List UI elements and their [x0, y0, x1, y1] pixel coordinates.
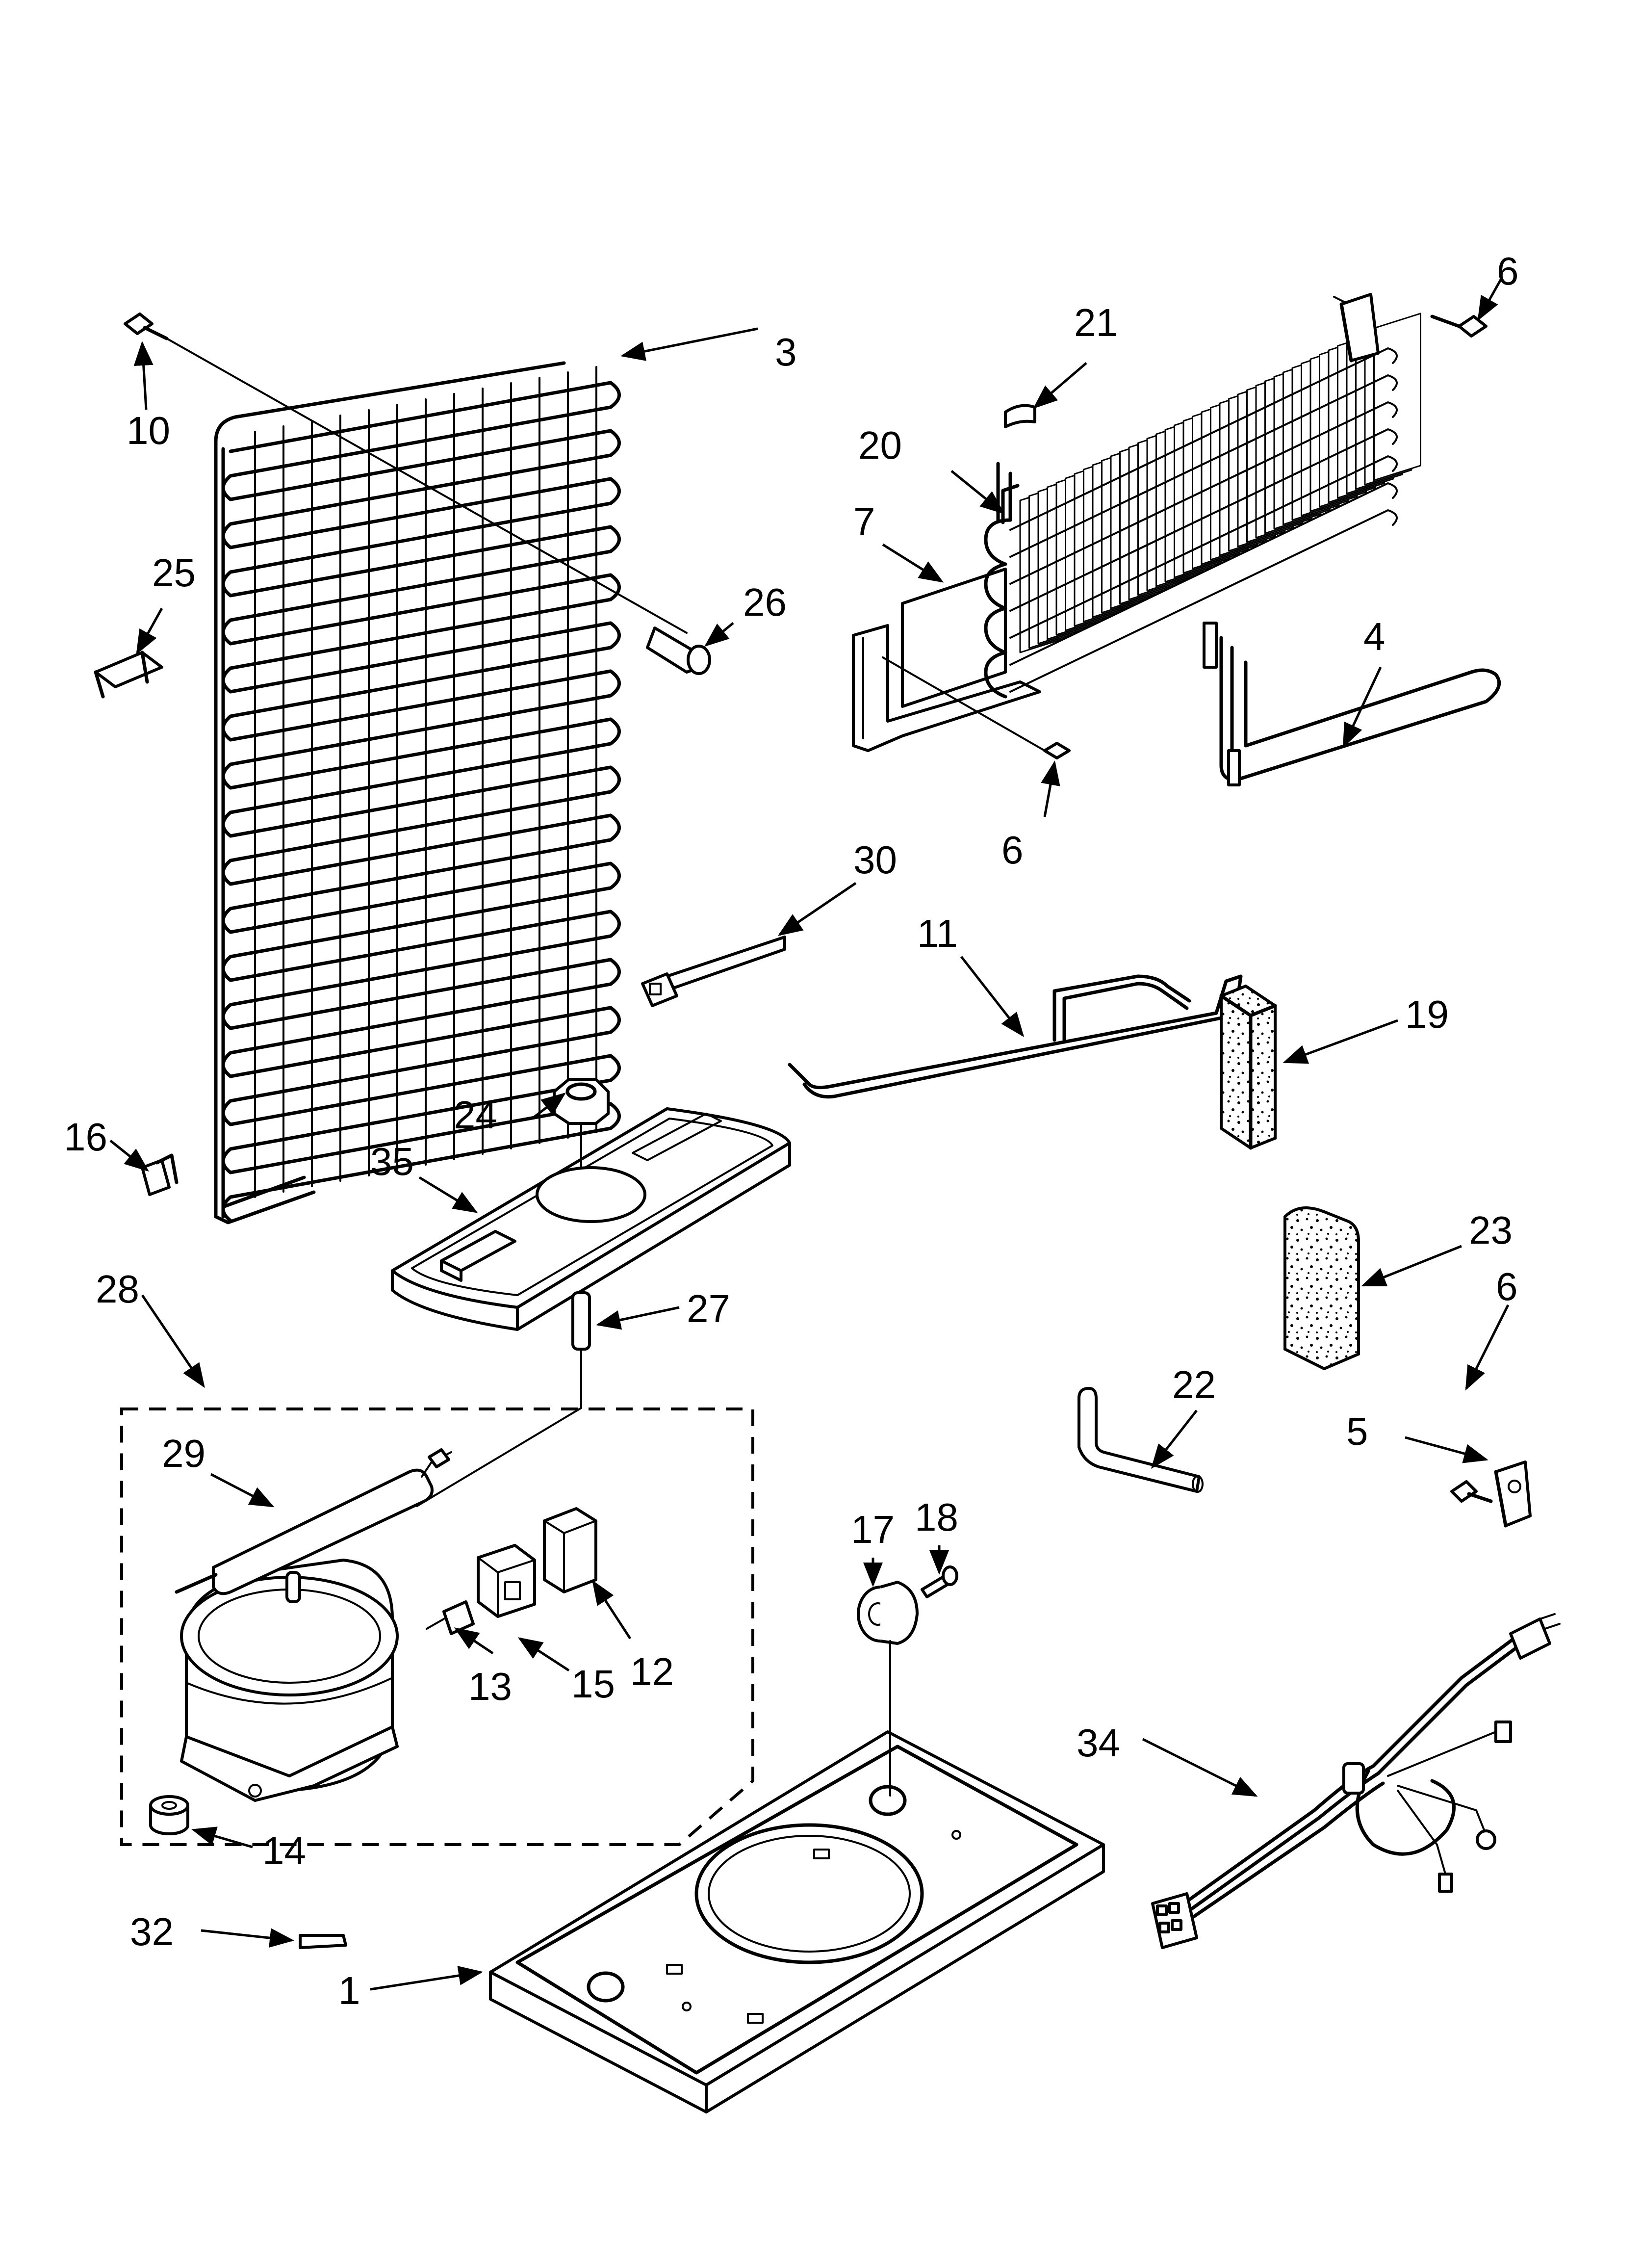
condenser-coil-part-3: [214, 361, 621, 1225]
callout-11: 11: [917, 912, 958, 955]
clip-part-16: [141, 1153, 179, 1196]
defrost-heater-part-4: [1203, 622, 1501, 786]
foam-block-part-23: [1283, 1206, 1360, 1371]
start-device-part-12: [543, 1507, 597, 1593]
callout-labels: 3 10 25 26 21 20 7 6 6 4 30 11 19 24 35 …: [64, 249, 1519, 2012]
evaporator-part-7: [852, 293, 1421, 752]
callout-23: 23: [1469, 1208, 1513, 1252]
callout-34: 34: [1077, 1721, 1120, 1765]
tube-part-11: [788, 974, 1243, 1099]
base-pan-part-1: [489, 1730, 1105, 2113]
clip-part-25: [94, 651, 163, 699]
callout-21: 21: [1074, 301, 1118, 344]
callout-6-top: 6: [1497, 249, 1519, 293]
callout-25: 25: [152, 551, 196, 595]
callout-26: 26: [743, 580, 787, 624]
callout-13: 13: [468, 1665, 512, 1708]
screw-part-6-top: [1430, 314, 1488, 338]
callout-29: 29: [162, 1432, 205, 1475]
screw-part-10: [124, 313, 688, 634]
screw-part-6-middle: [882, 656, 1071, 759]
callout-10: 10: [127, 409, 170, 452]
grommet-part-24: [553, 1078, 610, 1169]
callout-12: 12: [630, 1650, 674, 1694]
callout-30: 30: [853, 838, 897, 882]
cable-tie-part-30: [641, 936, 786, 1007]
compressor: [180, 1559, 399, 1802]
callout-22: 22: [1172, 1363, 1216, 1407]
callout-27: 27: [687, 1287, 730, 1330]
callout-15: 15: [571, 1662, 615, 1706]
callout-19: 19: [1405, 992, 1449, 1036]
drain-tube-part-27: [416, 1291, 591, 1507]
callout-5: 5: [1346, 1409, 1368, 1453]
compressor-kit-part-28: [120, 1408, 754, 1846]
callout-17: 17: [851, 1508, 895, 1551]
callout-32: 32: [130, 1910, 174, 1954]
screw-part-6-lower: [1450, 1480, 1493, 1503]
grommet-part-14: [149, 1795, 189, 1835]
spacer-part-26: [646, 626, 711, 675]
callout-14: 14: [262, 1829, 306, 1873]
callout-18: 18: [915, 1495, 958, 1539]
relay-part-15: [477, 1544, 536, 1618]
callout-24: 24: [454, 1093, 497, 1137]
callout-7: 7: [853, 499, 875, 543]
leader-lines: [109, 279, 1510, 1991]
callout-28: 28: [96, 1267, 139, 1311]
callout-20: 20: [858, 423, 902, 467]
drain-tube-part-22: [1078, 1387, 1204, 1493]
callout-6-middle: 6: [1001, 828, 1024, 872]
clip-part-21: [1004, 404, 1036, 428]
callout-4: 4: [1363, 615, 1385, 658]
clip-part-32: [299, 1934, 347, 1949]
drain-pan-part-35: [391, 1107, 791, 1331]
callout-3: 3: [775, 330, 797, 374]
callout-1: 1: [338, 1969, 360, 2012]
callout-16: 16: [64, 1115, 107, 1159]
wire-harness-part-34: [1151, 1613, 1561, 1949]
filter-drier-part-29: [175, 1448, 452, 1595]
foam-block-part-19: [1219, 984, 1277, 1150]
callout-6-lower: 6: [1496, 1265, 1518, 1308]
bracket-part-5: [1494, 1460, 1532, 1528]
callout-35: 35: [370, 1140, 414, 1183]
wheel-part-17: [857, 1581, 919, 1797]
overload-part-13: [426, 1600, 475, 1635]
